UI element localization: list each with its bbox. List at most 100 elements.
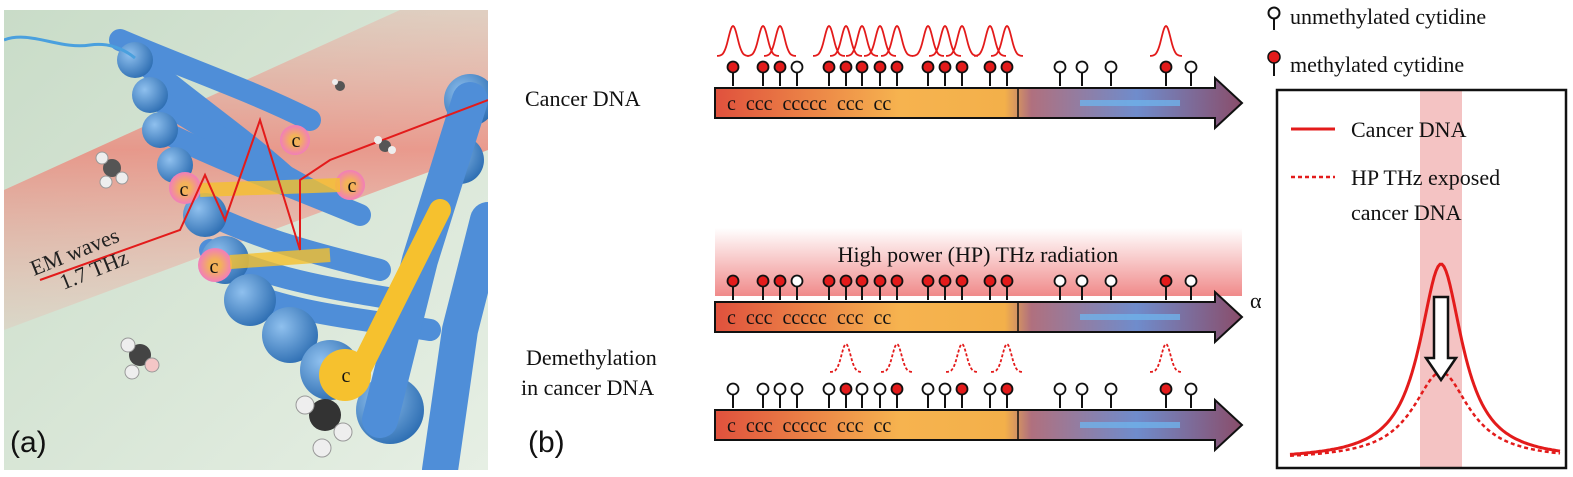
strand-highlight: [1080, 314, 1180, 320]
methylated-cytidine: [855, 274, 869, 300]
methylated-cytidine: [822, 60, 836, 86]
unmethylated-cytidine: [790, 60, 804, 86]
strand-text: c ccc ccccc ccc cc: [727, 415, 891, 437]
methylation-peak: [1150, 24, 1182, 57]
methylated-cytidine: [1159, 60, 1173, 86]
methylation-peak: [1150, 342, 1182, 373]
methylated-cytidine: [983, 60, 997, 86]
dna-strand: c ccc ccccc ccc cc: [714, 75, 1244, 131]
legend-unmethylated: unmethylated cytidine: [1290, 4, 1486, 29]
decrease-arrow-icon: [1423, 295, 1459, 383]
unmethylated-cytidine: [1104, 382, 1118, 408]
methylated-cytidine: [1000, 382, 1014, 408]
methylated-cytidine: [890, 60, 904, 86]
methylated-cytidine: [938, 60, 952, 86]
absorption-band: [1420, 90, 1462, 468]
methylated-cytidine: [855, 60, 869, 86]
methylated-cytidine: [921, 60, 935, 86]
strand-arrow: [714, 397, 1244, 453]
unmethylated-cytidine: [1053, 382, 1067, 408]
methylation-peak: [881, 342, 913, 373]
methylation-peak: [946, 342, 978, 373]
methylated-cytidine: [756, 60, 770, 86]
unmethylated-cytidine: [726, 382, 740, 408]
unmethylated-cytidine: [921, 382, 935, 408]
methylated-cytidine: [1159, 382, 1173, 408]
methylated-cytidine: [726, 60, 740, 86]
unmethylated-cytidine: [1184, 274, 1198, 300]
panel-b-label: (b): [528, 426, 565, 459]
unmethylated-cytidine: [790, 382, 804, 408]
row1-label: Cancer DNA: [525, 86, 641, 111]
strand-text: c ccc ccccc ccc cc: [727, 93, 891, 115]
methylated-cytidine: [955, 382, 969, 408]
series-solid-label: Cancer DNA: [1351, 117, 1467, 142]
methylated-cytidine: [1000, 60, 1014, 86]
methylation-peak: [991, 342, 1023, 373]
methylation-peak: [991, 24, 1023, 57]
unmethylated-cytidine: [790, 274, 804, 300]
methylation-peaks: [717, 24, 1182, 373]
cancer-dna-curve: [1289, 262, 1561, 456]
methylated-cytidine: [938, 274, 952, 300]
methylation-peak: [946, 24, 978, 57]
methylated-cytidine: [890, 382, 904, 408]
series-dashed-label-line1: HP THz exposed: [1351, 165, 1500, 190]
methylated-cytidine: [822, 274, 836, 300]
row3-label-line1: Demethylation: [526, 345, 657, 370]
unmethylated-cytidine: [1075, 382, 1089, 408]
unmethylated-cytidine: [1053, 60, 1067, 86]
methylated-cytidine: [839, 60, 853, 86]
methylation-peak: [864, 24, 896, 57]
alpha-label: α: [1250, 288, 1262, 313]
strand-highlight: [1080, 100, 1180, 106]
hp-radiation-band: [715, 228, 1242, 296]
dna-strand: c ccc ccccc ccc cc: [714, 289, 1244, 345]
cytidine-markers: [726, 60, 1198, 408]
base-letter: c: [210, 256, 219, 278]
legend-methylated: methylated cytidine: [1290, 52, 1464, 77]
unmethylated-cytidine: [1104, 60, 1118, 86]
spectrum-box: Cancer DNA HP THz exposed cancer DNA: [1275, 88, 1568, 470]
unmethylated-cytidine: [822, 382, 836, 408]
unmethylated-cytidine: [1075, 60, 1089, 86]
methylated-cytidine: [1000, 274, 1014, 300]
methylated-cytidine: [773, 274, 787, 300]
strand-text: c ccc ccccc ccc cc: [727, 307, 891, 329]
base-letter: c: [348, 175, 357, 197]
row3-label-line2: in cancer DNA: [521, 375, 654, 400]
legend: unmethylated cytidine methylated cytidin…: [1267, 4, 1486, 77]
methylated-cytidine: [890, 274, 904, 300]
methylation-peak: [717, 24, 749, 57]
spectrum-frame: [1275, 88, 1568, 470]
unmethylated-cytidine: [1075, 274, 1089, 300]
methylated-cytidine: [873, 60, 887, 86]
unmethylated-cytidine: [873, 382, 887, 408]
dna-strand: c ccc ccccc ccc cc: [714, 397, 1244, 453]
methylation-peak: [881, 24, 913, 57]
methylation-peak: [830, 342, 862, 373]
methylated-cytidine: [726, 274, 740, 300]
methylated-cytidine: [773, 60, 787, 86]
methylated-cytidine: [1159, 274, 1173, 300]
panel-a-label: (a): [10, 426, 47, 459]
methylation-peak: [912, 24, 944, 57]
methylated-cytidine: [839, 382, 853, 408]
methylated-cytidine: [983, 274, 997, 300]
unmethylated-cytidine: [938, 382, 952, 408]
unmethylated-cytidine: [1053, 274, 1067, 300]
base-letter: c: [180, 179, 189, 201]
dna-strands: c ccc ccccc ccc cc c ccc ccccc ccc cc c cc…: [714, 75, 1244, 453]
methylation-peak: [846, 24, 878, 57]
unmethylated-cytidine: [983, 382, 997, 408]
unmethylated-cytidine: [855, 382, 869, 408]
unmethylated-cytidine: [1184, 382, 1198, 408]
methylated-cytidine: [873, 274, 887, 300]
unmethylated-cytidine: [1104, 274, 1118, 300]
methylation-peak: [747, 24, 779, 57]
methylation-peak: [974, 24, 1006, 57]
unmethylated-cytidine: [756, 382, 770, 408]
unmethylated-cytidine: [773, 382, 787, 408]
methylated-cytidine: [955, 60, 969, 86]
